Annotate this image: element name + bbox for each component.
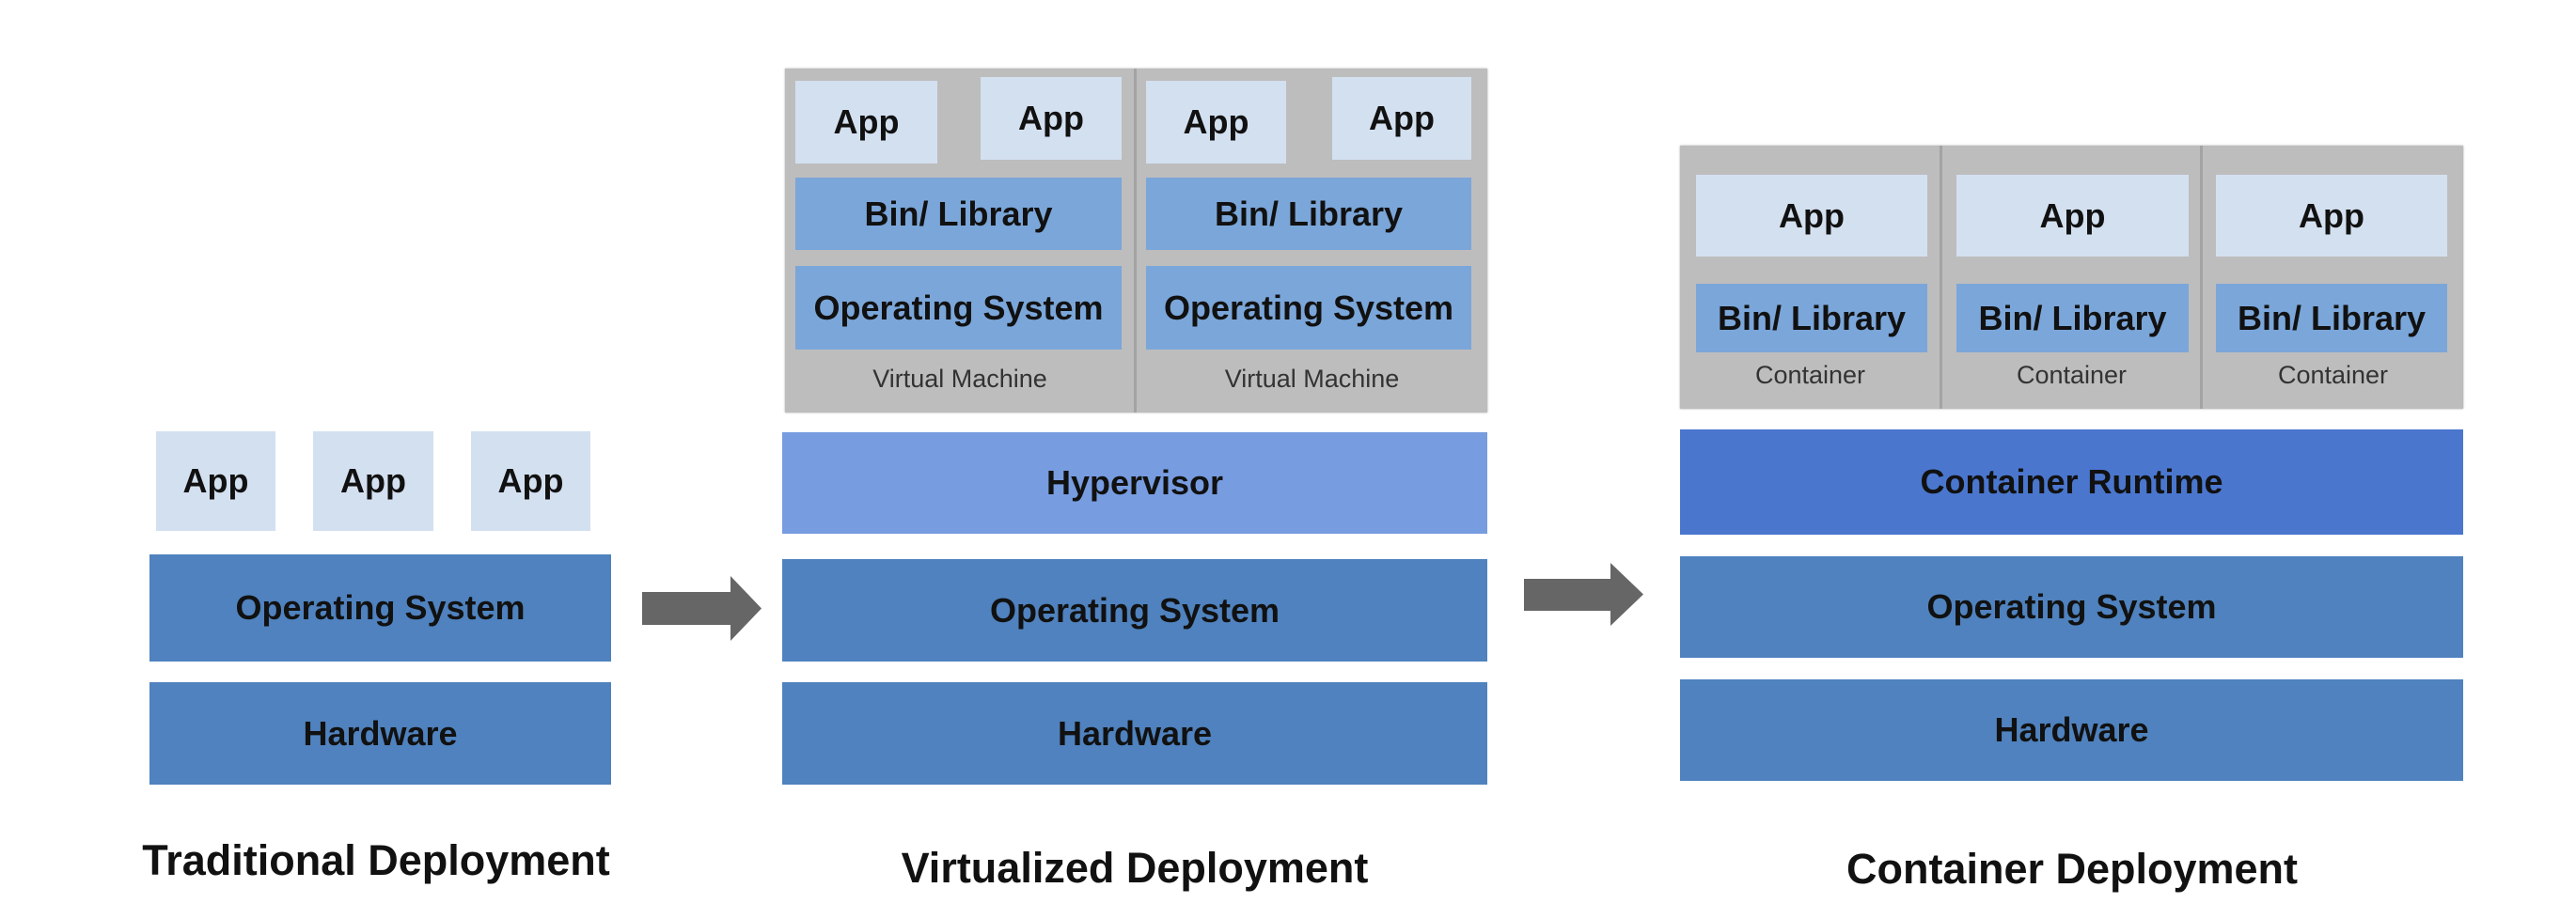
container-divider-1 bbox=[1940, 146, 1942, 409]
traditional-app-1: App bbox=[156, 431, 275, 531]
right-arrow-icon bbox=[642, 576, 762, 641]
arrow-shape bbox=[1524, 563, 1643, 626]
app-label: App bbox=[340, 461, 406, 500]
vm1-app-1: App bbox=[795, 81, 937, 164]
container-divider-2 bbox=[2200, 146, 2203, 409]
container3-bin-library: Bin/ Library bbox=[2216, 284, 2447, 352]
os-label: Operating System bbox=[813, 288, 1104, 327]
app-label: App bbox=[497, 461, 564, 500]
vm1-app-2: App bbox=[981, 77, 1122, 160]
os-label: Operating System bbox=[989, 590, 1280, 630]
os-label: Operating System bbox=[235, 588, 526, 627]
container2-bin-library: Bin/ Library bbox=[1956, 284, 2189, 352]
container2-label: Container bbox=[2016, 361, 2128, 389]
container2-app: App bbox=[1956, 175, 2189, 257]
container1-bin-library: Bin/ Library bbox=[1696, 284, 1927, 352]
bin-library-label: Bin/ Library bbox=[1717, 298, 1907, 337]
container1-app: App bbox=[1696, 175, 1927, 257]
vm2-app-1: App bbox=[1146, 81, 1286, 164]
vm1-guest-os: Operating System bbox=[795, 266, 1122, 350]
hardware-label: Hardware bbox=[1057, 713, 1213, 753]
virtualized-title: Virtualized Deployment bbox=[901, 844, 1369, 892]
container3-label: Container bbox=[2277, 361, 2389, 389]
os-label: Operating System bbox=[1163, 288, 1454, 327]
container-os-layer: Operating System bbox=[1680, 556, 2463, 658]
app-label: App bbox=[1018, 99, 1084, 137]
app-label: App bbox=[1183, 102, 1249, 141]
app-label: App bbox=[2039, 195, 2106, 235]
right-arrow-icon bbox=[1524, 563, 1643, 626]
hypervisor-layer: Hypervisor bbox=[782, 432, 1487, 534]
container-runtime-layer: Container Runtime bbox=[1680, 429, 2463, 535]
app-label: App bbox=[833, 102, 900, 141]
virtualized-hardware-layer: Hardware bbox=[782, 682, 1487, 785]
container-hardware-layer: Hardware bbox=[1680, 679, 2463, 781]
vm2-bin-library: Bin/ Library bbox=[1146, 178, 1471, 250]
traditional-hardware-layer: Hardware bbox=[149, 682, 611, 785]
arrow-shape bbox=[642, 576, 762, 641]
vm2-app-2: App bbox=[1332, 77, 1471, 160]
vm2-guest-os: Operating System bbox=[1146, 266, 1471, 350]
bin-library-label: Bin/ Library bbox=[864, 194, 1053, 233]
virtualized-os-layer: Operating System bbox=[782, 559, 1487, 662]
traditional-os-layer: Operating System bbox=[149, 554, 611, 662]
app-label: App bbox=[1779, 195, 1845, 235]
vm1-label: Virtual Machine bbox=[872, 365, 1047, 393]
vm2-label: Virtual Machine bbox=[1224, 365, 1400, 393]
traditional-app-2: App bbox=[313, 431, 433, 531]
bin-library-label: Bin/ Library bbox=[1978, 298, 2167, 337]
container3-app: App bbox=[2216, 175, 2447, 257]
traditional-title: Traditional Deployment bbox=[142, 836, 610, 884]
hardware-label: Hardware bbox=[303, 713, 458, 753]
runtime-label: Container Runtime bbox=[1920, 462, 2223, 501]
container-title: Container Deployment bbox=[1846, 845, 2299, 893]
hypervisor-label: Hypervisor bbox=[1045, 463, 1224, 502]
app-label: App bbox=[182, 461, 249, 500]
vm1-bin-library: Bin/ Library bbox=[795, 178, 1122, 250]
container1-label: Container bbox=[1754, 361, 1866, 389]
vm-divider bbox=[1134, 69, 1137, 413]
app-label: App bbox=[1369, 99, 1435, 137]
traditional-app-3: App bbox=[471, 431, 590, 531]
bin-library-label: Bin/ Library bbox=[2237, 298, 2427, 337]
bin-library-label: Bin/ Library bbox=[1214, 194, 1404, 233]
app-label: App bbox=[2299, 195, 2364, 235]
hardware-label: Hardware bbox=[1994, 710, 2149, 749]
os-label: Operating System bbox=[1926, 587, 2217, 626]
